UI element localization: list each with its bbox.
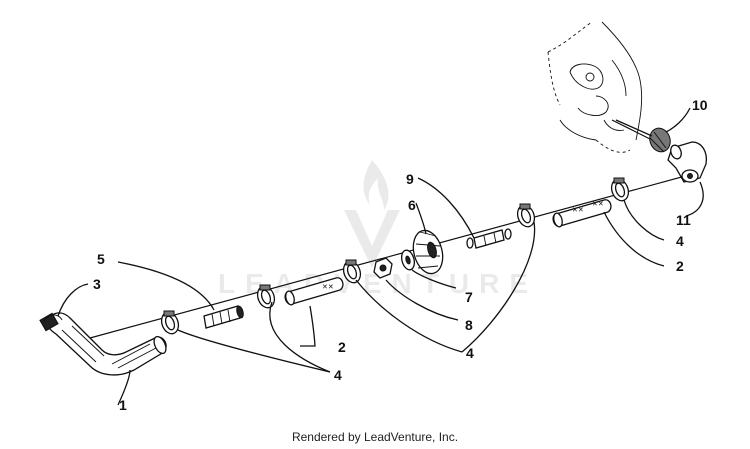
clamp-part-3 — [39, 312, 63, 332]
svg-text:✕✕: ✕✕ — [572, 207, 584, 214]
rendered-by-footer: Rendered by LeadVenture, Inc. — [291, 430, 459, 444]
callout-1: 1 — [119, 397, 127, 413]
svg-text:✕✕: ✕✕ — [592, 201, 604, 208]
clamp-part-4-mid-left — [256, 284, 276, 309]
callout-4-center: 4 — [466, 345, 474, 361]
callout-8: 8 — [465, 317, 473, 333]
callout-10: 10 — [692, 97, 708, 113]
clamp-part-4-center — [342, 259, 362, 284]
sleeve-part-2-right: ✕✕ ✕✕ — [552, 199, 612, 228]
leader-lines — [57, 107, 704, 406]
callout-4-right: 4 — [676, 233, 684, 249]
hose-part-1 — [46, 312, 167, 376]
fitting-part-9 — [466, 228, 512, 249]
callout-3: 3 — [93, 276, 101, 292]
elbow-part-11 — [667, 141, 708, 183]
impeller-part-6 — [412, 229, 444, 275]
callout-2-right: 2 — [676, 258, 684, 274]
clamp-part-4-right — [610, 177, 630, 202]
sleeve-part-2-left: ✕✕ — [284, 277, 344, 306]
clamp-part-4-mid-right — [516, 203, 536, 228]
washer-part-7 — [401, 249, 415, 271]
callout-2-left: 2 — [338, 339, 346, 355]
callout-6: 6 — [408, 197, 416, 213]
assembly-axis — [89, 171, 701, 339]
flame-logo-icon — [344, 160, 400, 268]
callout-4-left: 4 — [334, 367, 342, 383]
callout-11: 11 — [676, 212, 691, 228]
callout-9: 9 — [406, 171, 414, 187]
nut-part-8 — [373, 257, 393, 279]
svg-text:✕✕: ✕✕ — [322, 284, 334, 291]
callout-7: 7 — [465, 289, 473, 305]
clamp-part-4-left — [160, 310, 180, 335]
engine-casing — [547, 21, 643, 153]
connector-part-5 — [203, 305, 244, 329]
callout-labels: 1 2 2 3 4 4 4 5 6 7 8 9 10 11 — [93, 97, 708, 413]
callout-5: 5 — [97, 251, 105, 267]
grommet-part-10 — [649, 127, 671, 153]
